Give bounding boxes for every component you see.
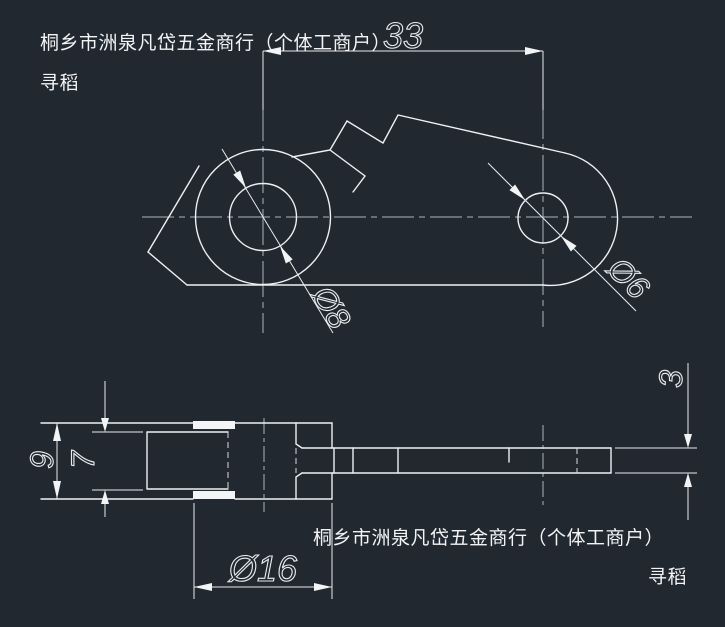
brand-name-bottom: 寻稻 bbox=[648, 566, 687, 588]
dim-7-arrow-bottom bbox=[101, 490, 109, 504]
brand-name-top: 寻稻 bbox=[40, 72, 79, 94]
dim-9-arrow-top bbox=[53, 423, 61, 441]
section-fill-top bbox=[193, 421, 235, 429]
dim-o16-extension-lines bbox=[193, 503, 333, 599]
dim-o16-arrow-left bbox=[194, 583, 212, 591]
slot-outline bbox=[146, 431, 229, 490]
arm-edges bbox=[301, 447, 612, 474]
company-name-top: 桐乡市洲泉凡岱五金商行（个体工商户） bbox=[40, 32, 391, 54]
dim-33-arrow-left bbox=[263, 47, 281, 55]
arm-dividers bbox=[352, 447, 612, 474]
dim-boss-diameter-label: Ø16 bbox=[228, 548, 298, 589]
dim-9-arrow-bottom bbox=[53, 481, 61, 499]
dim-33-arrow-right bbox=[525, 47, 543, 55]
watermarks: 桐乡市洲泉凡岱五金商行（个体工商户） 寻稻 桐乡市洲泉凡岱五金商行（个体工商户）… bbox=[40, 32, 687, 588]
dim-large-hole-label: Ø8 bbox=[304, 279, 357, 335]
dim-o8-arrow-upper bbox=[233, 170, 246, 188]
dim-o8-arrow-lower bbox=[280, 246, 293, 264]
section-fill-bottom bbox=[193, 491, 235, 499]
dim-overall-height: 9 bbox=[23, 423, 61, 499]
dim-slot-height: 7 bbox=[64, 381, 143, 517]
dim-3-arrow-top bbox=[684, 434, 692, 448]
small-hole-circle bbox=[517, 192, 569, 244]
dim-o16-arrow-right bbox=[314, 583, 332, 591]
dim-large-hole: Ø8 bbox=[221, 148, 359, 336]
dim-small-hole-label: Ø6 bbox=[600, 250, 656, 306]
top-view bbox=[147, 114, 619, 287]
dim-center-distance: 33 bbox=[262, 14, 544, 110]
dim-7-arrow-top bbox=[101, 418, 109, 432]
right-end-arc bbox=[542, 152, 619, 287]
dim-boss-diameter: Ø16 bbox=[193, 503, 333, 599]
dim-center-distance-label: 33 bbox=[383, 15, 423, 56]
dim-3-extension-lines bbox=[615, 447, 697, 474]
left-tip-lower-edge bbox=[147, 251, 188, 286]
large-hole-circle bbox=[228, 182, 298, 252]
centerlines bbox=[142, 103, 692, 512]
dim-overall-height-label: 9 bbox=[24, 451, 60, 469]
dim-3-arrow-bottom bbox=[684, 473, 692, 487]
dim-arm-thickness-label: 3 bbox=[653, 370, 689, 388]
dim-33-extension-lines bbox=[262, 51, 544, 110]
left-tip-upper-edge bbox=[147, 165, 200, 253]
top-edge-zigzag bbox=[291, 114, 566, 158]
dim-slot-height-label: 7 bbox=[65, 450, 101, 469]
dim-o6-arrow-lower bbox=[561, 236, 577, 252]
company-name-bottom: 桐乡市洲泉凡岱五金商行（个体工商户） bbox=[313, 527, 664, 549]
arm-socket-edge bbox=[295, 422, 303, 500]
dim-7-extension-lines bbox=[92, 431, 143, 491]
dim-arm-thickness: 3 bbox=[615, 363, 697, 520]
side-view bbox=[40, 421, 612, 500]
body-end-face bbox=[331, 422, 335, 500]
dim-small-hole: Ø6 bbox=[487, 162, 657, 312]
dim-o6-arrow-upper bbox=[509, 184, 525, 200]
zigzag-step bbox=[329, 149, 366, 193]
